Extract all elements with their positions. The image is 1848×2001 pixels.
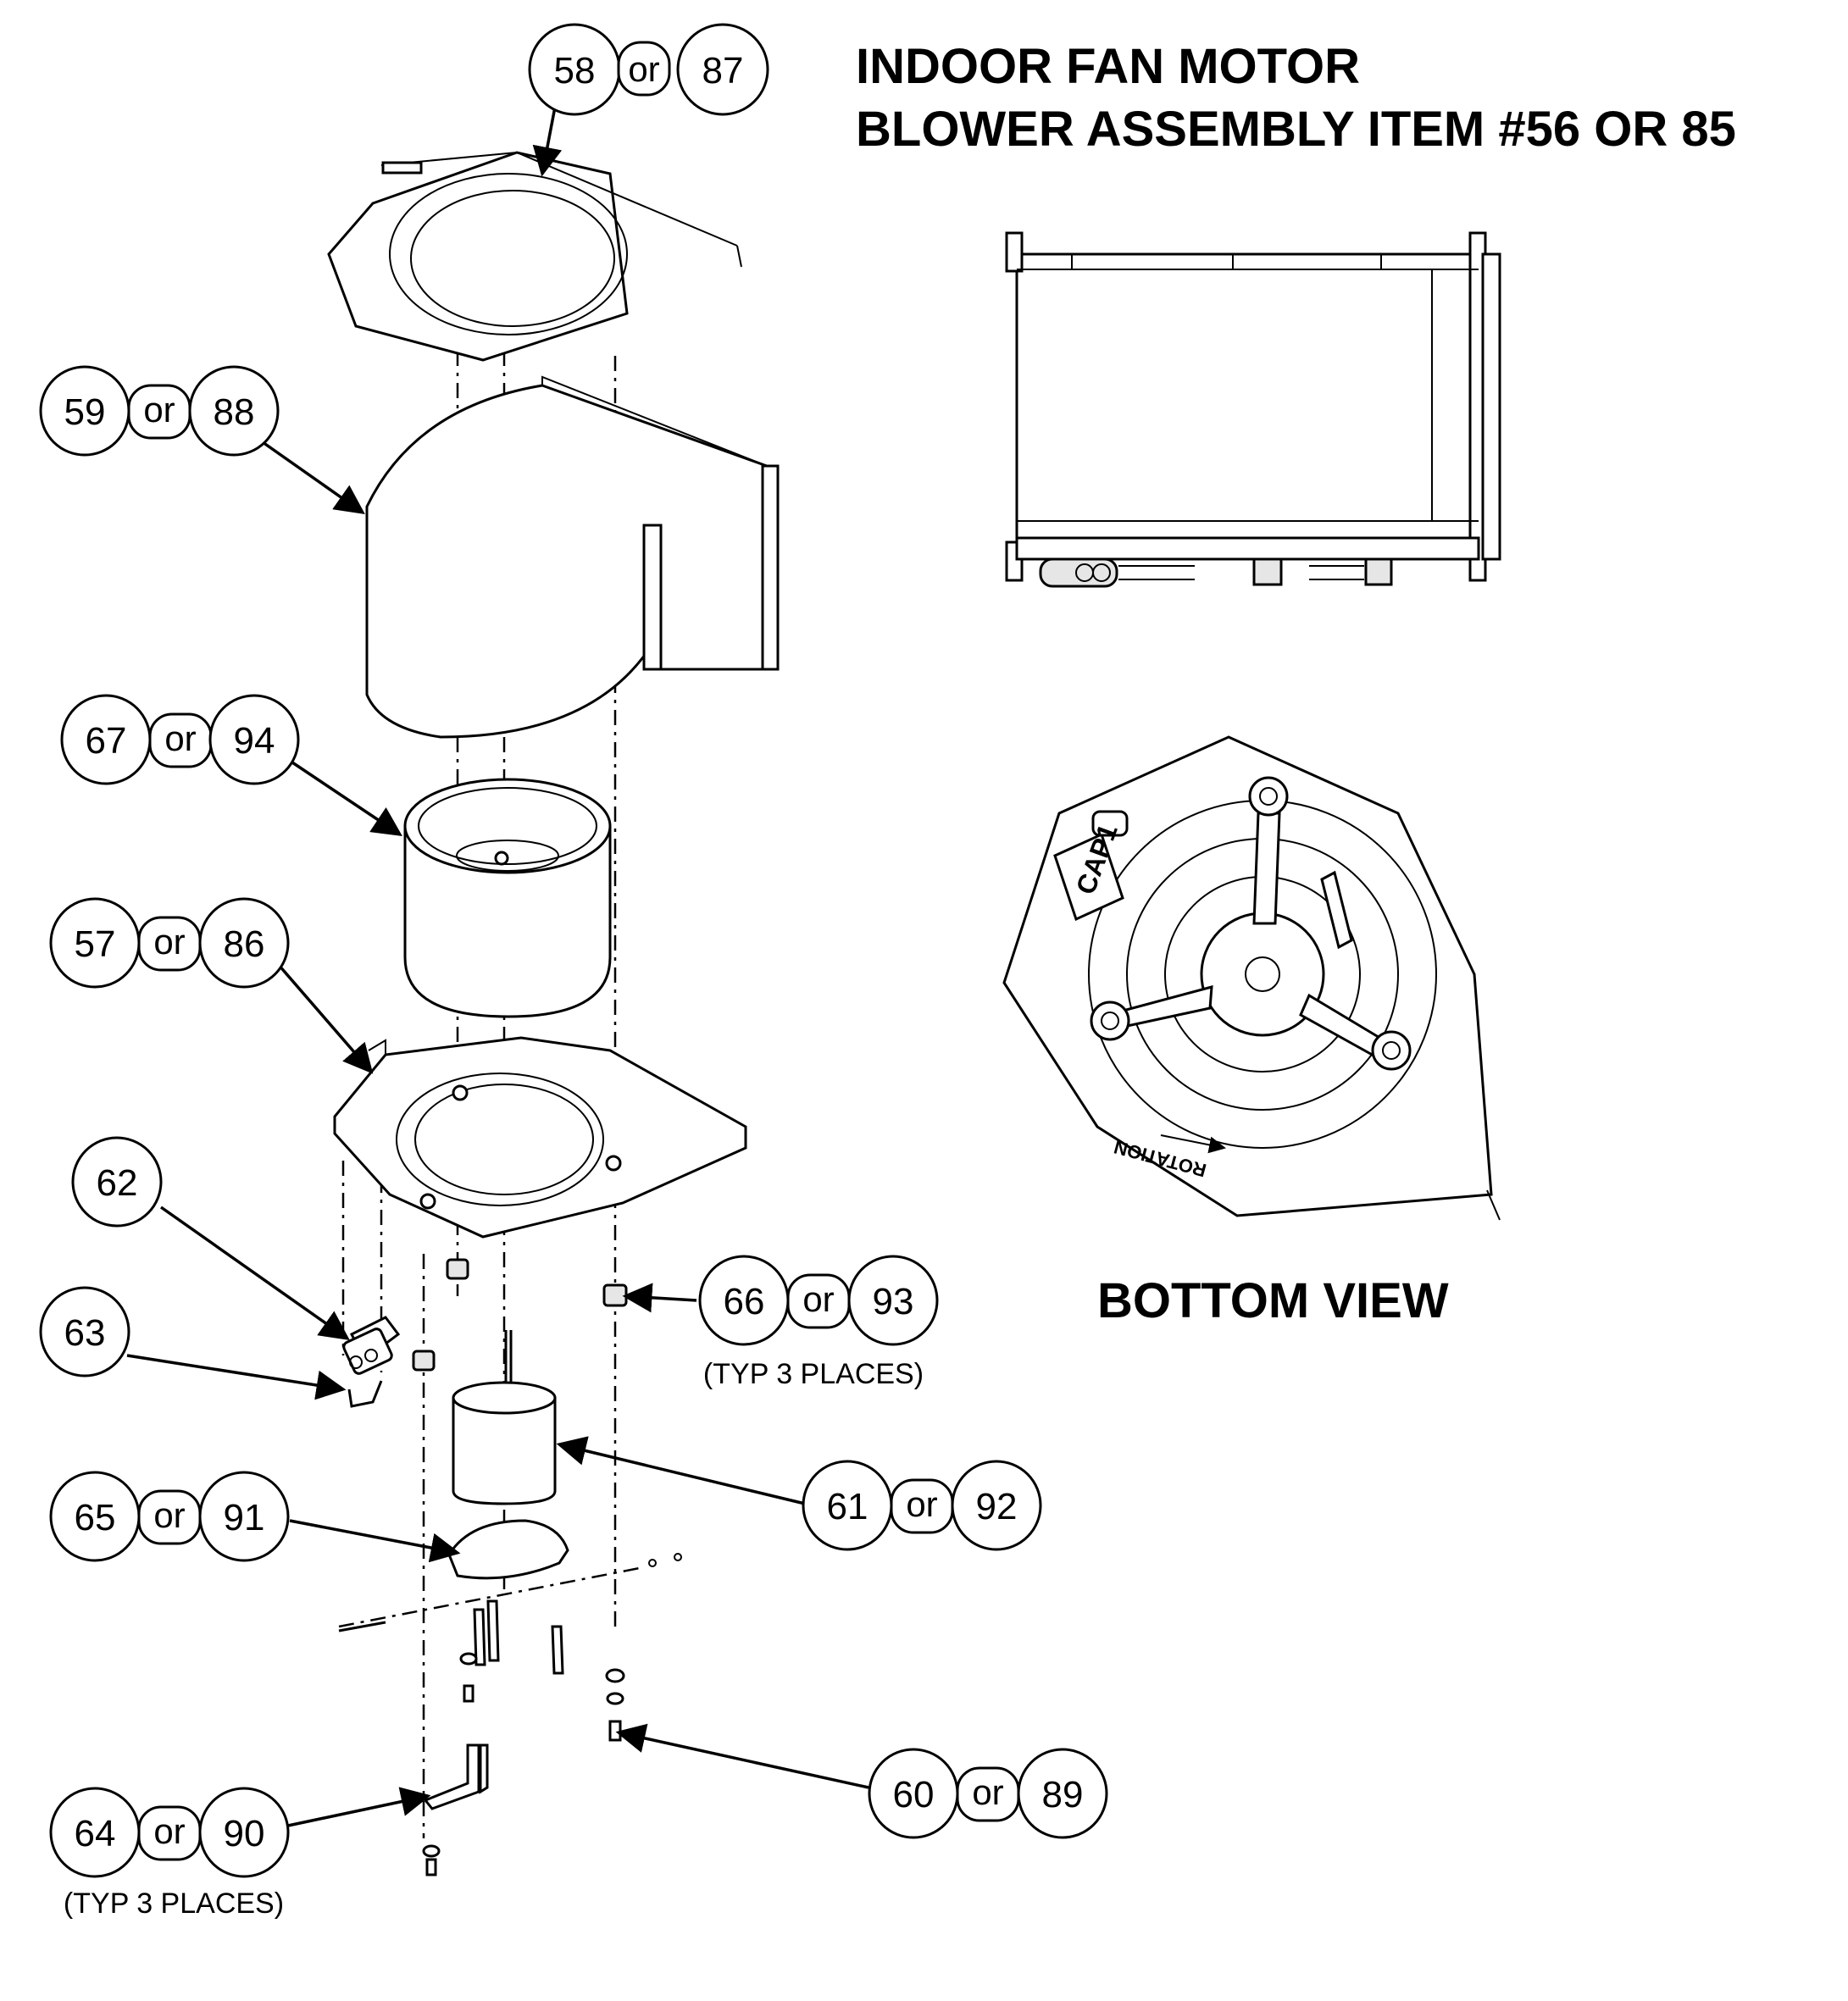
blower-scroll-housing — [365, 375, 780, 739]
bottom-view-label: BOTTOM VIEW — [1097, 1273, 1449, 1328]
motor-mount-band — [338, 1519, 682, 1632]
callout-number: 91 — [224, 1497, 265, 1538]
blower-mounting-plate — [333, 1036, 747, 1239]
callout-number: 89 — [1042, 1774, 1084, 1815]
callout-or: or — [802, 1279, 834, 1319]
callout-number: 58 — [554, 50, 596, 91]
callout-or: or — [153, 922, 185, 962]
callout-number: 60 — [893, 1774, 935, 1815]
callout-65-or-91: 65 or 91 — [49, 1471, 290, 1562]
leader-arrows — [126, 84, 869, 1827]
callout-number: 65 — [75, 1497, 116, 1538]
callout-or: or — [153, 1811, 185, 1851]
side-view-drawing — [1005, 231, 1501, 588]
callout-number: 94 — [234, 720, 275, 762]
callout-number: 66 — [724, 1281, 765, 1322]
capacitor — [342, 1316, 401, 1375]
callout-number: 57 — [75, 923, 116, 965]
callout-59-or-88: 59 or 88 — [39, 365, 280, 457]
callout-or: or — [628, 49, 659, 89]
blower-motor — [452, 1330, 557, 1505]
mounting-nuts — [412, 1258, 628, 1372]
callout-note: (TYP 3 PLACES) — [64, 1887, 284, 1920]
callout-number: 62 — [97, 1162, 138, 1204]
callout-number: 61 — [827, 1486, 869, 1527]
bottom-view-drawing: CAP1 ROTATION — [1002, 735, 1501, 1221]
callout-number: 59 — [64, 391, 106, 433]
blower-wheel — [403, 778, 612, 1018]
callout-61-or-92: 61 or 92 — [802, 1460, 1042, 1551]
callout-64-or-90: 64 or 90 (TYP 3 PLACES) — [49, 1787, 290, 1920]
mounting-hardware — [422, 1652, 625, 1876]
callout-67-or-94: 67 or 94 — [60, 694, 300, 785]
callout-note: (TYP 3 PLACES) — [703, 1358, 924, 1390]
callout-number: 63 — [64, 1312, 106, 1354]
callout-63: 63 — [39, 1286, 130, 1377]
callout-or: or — [143, 390, 175, 430]
callout-62: 62 — [71, 1136, 163, 1228]
callout-60-or-89: 60 or 89 — [868, 1748, 1108, 1839]
callout-number: 93 — [873, 1281, 914, 1322]
callout-number: 67 — [86, 720, 127, 762]
title-line-2: BLOWER ASSEMBLY ITEM #56 OR 85 — [856, 102, 1736, 157]
top-inlet-plate — [327, 151, 742, 362]
title-line-1: INDOOR FAN MOTOR — [856, 39, 1360, 94]
callout-number: 87 — [702, 50, 744, 91]
callout-57-or-86: 57 or 86 — [49, 897, 290, 989]
callout-58-or-87: 58 or 87 — [528, 23, 769, 116]
callout-66-or-93: 66 or 93 (TYP 3 PLACES) — [698, 1255, 939, 1390]
capacitor-strap — [347, 1380, 383, 1408]
callout-number: 86 — [224, 923, 265, 965]
callout-number: 90 — [224, 1813, 265, 1854]
callout-number: 88 — [214, 391, 255, 433]
callout-number: 92 — [976, 1486, 1018, 1527]
callout-number: 64 — [75, 1813, 116, 1854]
callout-or: or — [164, 718, 196, 758]
callout-or: or — [906, 1484, 937, 1524]
callout-or: or — [153, 1495, 185, 1535]
callout-or: or — [972, 1772, 1003, 1812]
motor-mount-arms — [423, 1599, 564, 1810]
